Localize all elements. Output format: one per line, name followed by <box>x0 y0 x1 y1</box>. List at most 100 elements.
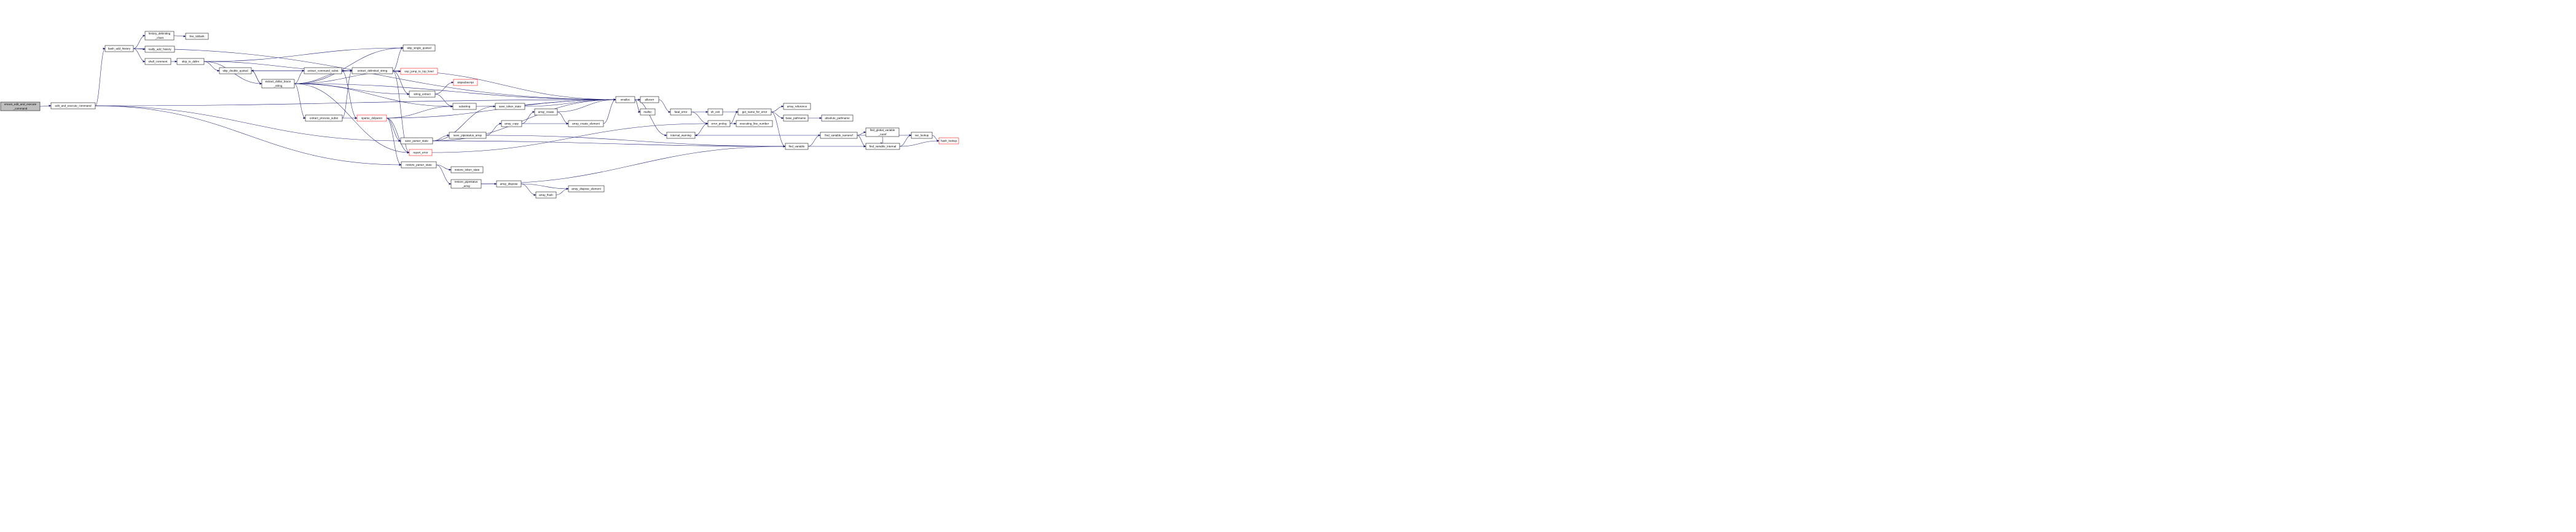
edge-string-extract-to-substring <box>434 93 454 107</box>
arrowhead <box>399 164 402 166</box>
edge-save-pipestatus-array-to-find-variable <box>485 135 786 147</box>
node-hash-lookup[interactable]: hash_lookup <box>938 137 959 145</box>
node-extract-process-subst[interactable]: extract_process_subst <box>305 114 343 122</box>
node-base-pathname[interactable]: base_pathname <box>783 114 809 122</box>
node-allocerr[interactable]: allocerr <box>640 96 659 103</box>
node-fatal-error[interactable]: fatal_error <box>670 108 692 116</box>
edge-find-variable-to-find-variable-nameref <box>807 135 821 147</box>
node-skip-double-quoted[interactable]: skip_double_quoted <box>219 67 252 74</box>
node-array-dispose[interactable]: array_dispose <box>496 180 522 188</box>
node-get-name-for-error[interactable]: get_name_for_error <box>737 108 772 116</box>
arrowhead <box>175 60 178 63</box>
node-skip-to-delim[interactable]: skip_to_delim <box>176 58 205 65</box>
node-array-copy[interactable]: array_copy <box>501 120 522 127</box>
node-label: find_variable_nameref <box>825 134 853 137</box>
node-label: skip_single_quoted <box>407 47 431 50</box>
node-label: var_lookup <box>915 134 929 137</box>
node-shell-comment[interactable]: shell_comment <box>144 58 171 65</box>
arrowhead <box>909 134 912 137</box>
edge-var-lookup-to-hash-lookup <box>932 135 940 141</box>
edge-xmalloc-to-malloc <box>634 99 641 113</box>
node-malloc[interactable]: malloc <box>640 108 656 116</box>
arrowhead <box>694 134 697 137</box>
node-emacs[interactable]: emacs_edit_and_execute_command <box>0 101 41 111</box>
node-box <box>261 79 295 89</box>
node-find-variable-nameref[interactable]: find_variable_nameref <box>820 132 858 139</box>
node-label: edit_and_execute_command <box>55 105 92 108</box>
node-restore-pipestatus-array[interactable]: restore_pipestatus_array <box>450 179 482 189</box>
node-save-parser-state[interactable]: save_parser_state <box>400 137 433 145</box>
node-bash-add-history[interactable]: bash_add_history <box>104 45 134 52</box>
node-array-flush[interactable]: array_flush <box>535 191 557 199</box>
node-label: skip_double_quoted <box>222 69 248 73</box>
edge-save-parser-state-to-save-pipestatus-array <box>432 135 450 141</box>
node-box <box>185 33 209 40</box>
node-array-create-element[interactable]: array_create_element <box>568 120 604 127</box>
node-label: malloc <box>643 111 652 114</box>
node-extract-dollar-brace-string[interactable]: extract_dollar_brace_string <box>261 79 295 89</box>
node-history-delimiting-chars[interactable]: history_delimiting_chars <box>144 31 175 41</box>
node-label: array_create_element <box>572 122 600 125</box>
node-extract-delimited-string[interactable]: extract_delimited_string <box>351 67 393 74</box>
node-label: line_isblank <box>189 35 205 38</box>
edge-extract-dollar-brace-string-to-extract-command-subst <box>294 70 305 84</box>
edge-restore-parser-state-to-restore-pipestatus-array <box>436 164 452 185</box>
node-error-prolog[interactable]: error_prolog <box>707 120 731 127</box>
node-substring[interactable]: substring <box>452 103 477 110</box>
node-label: xmalloc <box>621 98 630 101</box>
node-save-token-state[interactable]: save_token_state <box>495 103 525 110</box>
edge-find-global-variable-noref-to-find-variable-internal <box>882 136 883 144</box>
arrowhead <box>668 111 671 113</box>
node-save-pipestatus-array[interactable]: save_pipestatus_array <box>449 132 487 139</box>
node-line-isblank[interactable]: line_isblank <box>185 33 209 40</box>
node-label: sh_exit <box>711 111 720 114</box>
arrowhead <box>937 140 940 142</box>
node-really-add-history[interactable]: really_add_history <box>144 46 175 53</box>
node-label: absolute_pathname <box>825 117 850 120</box>
edge-edit-and-execute-command-to-bash-add-history <box>95 48 106 106</box>
edge-restore-pipestatus-array-to-find-variable <box>481 146 786 185</box>
edge-xparse-dolparen-to-substring <box>386 106 454 119</box>
node-restore-parser-state[interactable]: restore_parser_state <box>401 161 437 169</box>
arrowhead <box>705 111 709 113</box>
node-executing-line-number[interactable]: executing_line_number <box>736 120 773 127</box>
arrowhead <box>532 111 535 113</box>
node-edit-and-execute-command[interactable]: edit_and_execute_command <box>50 102 96 109</box>
arrowhead <box>783 145 786 148</box>
arrowhead <box>449 183 452 185</box>
node-string-extract[interactable]: string_extract <box>409 90 436 98</box>
node-find-variable[interactable]: find_variable <box>785 143 809 150</box>
node-report-error[interactable]: report_error <box>409 149 433 156</box>
node-box <box>304 67 342 74</box>
node-box <box>666 132 696 139</box>
node-array-reference[interactable]: array_reference <box>783 103 811 110</box>
node-box <box>144 46 175 53</box>
arrowhead <box>664 134 667 137</box>
node-find-variable-internal[interactable]: find_variable_internal <box>865 143 900 150</box>
node-sh-exit[interactable]: sh_exit <box>707 108 723 116</box>
node-label: substring <box>459 105 471 108</box>
node-array-create[interactable]: array_create <box>534 108 558 116</box>
node-box <box>501 120 522 127</box>
node-label: restore_parser_state <box>406 164 432 167</box>
node-exp-jump-to-top-level[interactable]: exp_jump_to_top_level <box>400 68 438 75</box>
node-xmalloc[interactable]: xmalloc <box>615 96 635 103</box>
node-box <box>495 103 525 110</box>
node-skip-single-quoted[interactable]: skip_single_quoted <box>402 44 436 52</box>
node-skipsubscript[interactable]: skipsubscript <box>453 79 478 86</box>
node-restore-token-state[interactable]: restore_token_state <box>450 166 484 173</box>
node-internal-warning[interactable]: internal_warning <box>666 132 696 139</box>
arrowhead <box>355 117 358 119</box>
node-xparse-dolparen[interactable]: xparse_dolparen <box>356 114 387 122</box>
arrowhead <box>350 69 353 72</box>
node-array-dispose-element[interactable]: array_dispose_element <box>568 185 605 193</box>
node-var-lookup[interactable]: var_lookup <box>911 132 933 139</box>
arrowhead <box>638 111 641 113</box>
node-box <box>50 102 96 109</box>
node-absolute-pathname[interactable]: absolute_pathname <box>821 114 854 122</box>
node-label: exp_jump_to_top_level <box>404 70 433 73</box>
edge-extract-delimited-string-to-skip-single-quoted <box>392 47 404 71</box>
node-find-global-variable-noref[interactable]: find_global_variable_noref <box>865 127 900 137</box>
node-box <box>785 143 809 150</box>
node-extract-command-subst[interactable]: extract_command_subst <box>304 67 342 74</box>
